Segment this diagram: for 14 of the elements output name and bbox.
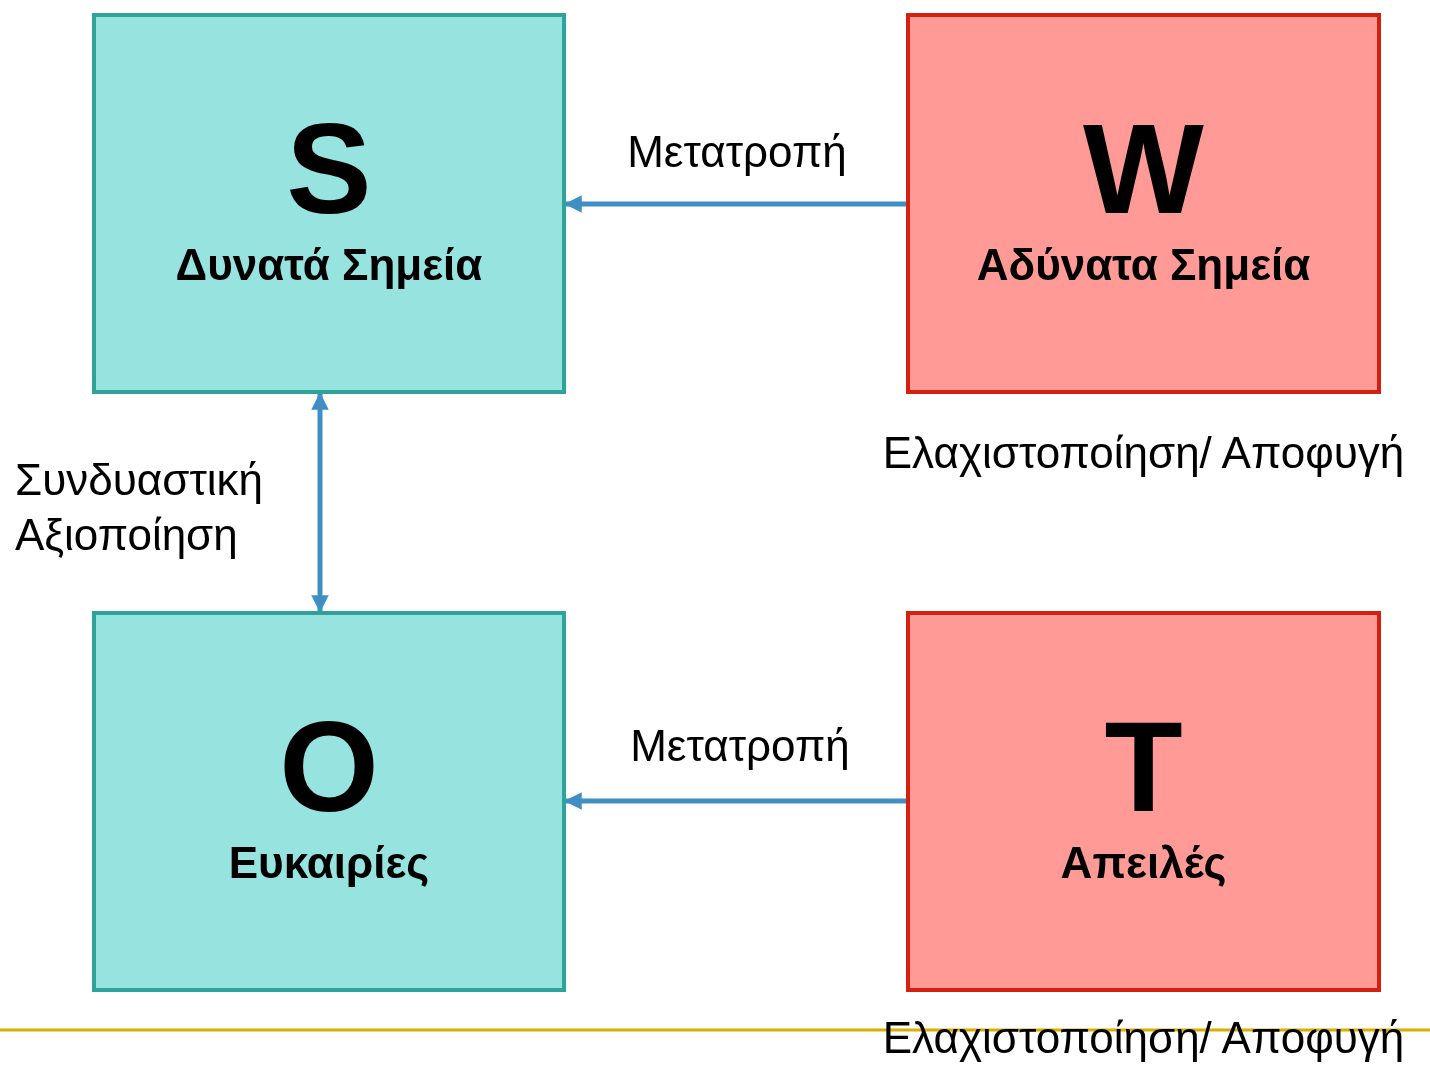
quadrant-box (906, 611, 1381, 992)
arrow (311, 392, 329, 613)
quadrant-letter: O (279, 703, 379, 832)
strategy-note: Ελαχιστοποίηση/ Αποφυγή (882, 427, 1405, 479)
quadrant-title: Απειλές (1060, 837, 1227, 890)
quadrant-title: Ευκαιρίες (228, 837, 430, 890)
quadrant-title: Δυνατά Σημεία (175, 239, 483, 292)
quadrant-title: Αδύνατα Σημεία (976, 239, 1311, 292)
quadrant-letter: W (1083, 105, 1204, 234)
quadrant-box (906, 13, 1381, 394)
quadrant-letter: S (286, 105, 372, 234)
quadrant-box (92, 13, 566, 394)
quadrant-box (92, 611, 566, 992)
quadrant-letter: T (1104, 703, 1183, 832)
